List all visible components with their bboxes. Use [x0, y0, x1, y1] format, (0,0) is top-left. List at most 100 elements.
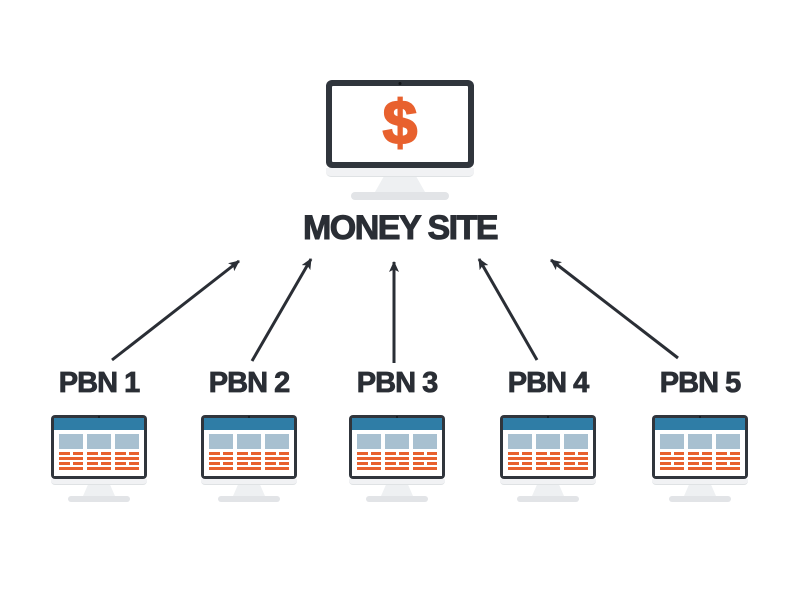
arrow-pbn1-to-money-site: [111, 259, 240, 362]
text-line: [87, 452, 111, 455]
monitor-screen: [54, 418, 144, 476]
text-line: [59, 452, 83, 455]
text-line: [536, 457, 560, 460]
text-line: [59, 467, 83, 470]
monitor-frame: [500, 415, 596, 479]
image-placeholder: [660, 434, 684, 449]
monitor-stand-base: [366, 496, 428, 502]
text-line: [660, 457, 684, 460]
website-header-bar: [655, 418, 745, 430]
monitor-chin: [51, 479, 147, 485]
website-header-bar: [204, 418, 294, 430]
monitor-frame: [51, 415, 147, 479]
image-placeholder: [688, 434, 712, 449]
monitor-stand-base: [218, 496, 280, 502]
text-line: [536, 452, 560, 455]
content-column: [59, 434, 83, 472]
camera-dot-icon: [98, 416, 100, 418]
monitor-frame: $: [326, 80, 474, 168]
text-line: [564, 452, 588, 455]
text-line: [413, 462, 437, 465]
text-line: [357, 452, 381, 455]
content-column: [87, 434, 111, 472]
content-column: [413, 434, 437, 472]
text-line: [87, 467, 111, 470]
pbn-unit-pbn-1: PBN 1: [24, 368, 174, 502]
text-line: [87, 462, 111, 465]
text-line: [564, 457, 588, 460]
text-line: [508, 457, 532, 460]
pbn-unit-pbn-3: PBN 3: [322, 368, 472, 502]
content-column: [688, 434, 712, 472]
pbn-label: PBN 3: [356, 367, 438, 399]
website-header-bar: [352, 418, 442, 430]
text-line: [115, 467, 139, 470]
website-header-bar: [503, 418, 593, 430]
camera-dot-icon: [547, 416, 549, 418]
monitor-chin: [349, 479, 445, 485]
monitor-stand-neck: [375, 177, 425, 192]
arrow-pbn2-to-money-site: [250, 258, 313, 362]
text-line: [688, 457, 712, 460]
text-line: [209, 467, 233, 470]
arrow-pbn4-to-money-site: [477, 258, 539, 361]
website-content: [352, 430, 442, 476]
website-header-bar: [54, 418, 144, 430]
image-placeholder: [413, 434, 437, 449]
image-placeholder: [237, 434, 261, 449]
text-line: [564, 462, 588, 465]
pbn-monitor: [174, 415, 324, 502]
image-placeholder: [265, 434, 289, 449]
pbn-unit-pbn-2: PBN 2: [174, 368, 324, 502]
money-site: $ MONEY SITE: [300, 80, 500, 248]
image-placeholder: [564, 434, 588, 449]
monitor-stand-base: [68, 496, 130, 502]
content-column: [508, 434, 532, 472]
pbn-unit-pbn-4: PBN 4: [473, 368, 623, 502]
content-column: [716, 434, 740, 472]
camera-dot-icon: [398, 82, 402, 85]
pbn-unit-pbn-5: PBN 5: [625, 368, 775, 502]
text-line: [209, 452, 233, 455]
text-line: [716, 452, 740, 455]
content-column: [385, 434, 409, 472]
text-line: [536, 467, 560, 470]
image-placeholder: [536, 434, 560, 449]
text-line: [265, 462, 289, 465]
text-line: [237, 452, 261, 455]
website-content: [655, 430, 745, 476]
text-line: [688, 467, 712, 470]
text-line: [660, 467, 684, 470]
text-line: [385, 462, 409, 465]
pbn-label: PBN 5: [659, 367, 741, 399]
monitor-chin: [652, 479, 748, 485]
monitor-screen: [655, 418, 745, 476]
text-line: [385, 457, 409, 460]
monitor-chin: [500, 479, 596, 485]
content-column: [209, 434, 233, 472]
camera-dot-icon: [699, 416, 701, 418]
money-site-label: MONEY SITE: [302, 209, 499, 248]
text-line: [237, 467, 261, 470]
monitor-screen: $: [332, 86, 468, 162]
text-line: [265, 457, 289, 460]
monitor-chin: [326, 168, 474, 177]
monitor-screen: [352, 418, 442, 476]
monitor-stand-neck: [83, 485, 115, 496]
text-line: [59, 457, 83, 460]
text-line: [237, 462, 261, 465]
text-line: [716, 457, 740, 460]
image-placeholder: [385, 434, 409, 449]
image-placeholder: [716, 434, 740, 449]
text-line: [716, 467, 740, 470]
image-placeholder: [115, 434, 139, 449]
website-content: [204, 430, 294, 476]
content-column: [357, 434, 381, 472]
pbn-label: PBN 1: [58, 367, 140, 399]
monitor-stand-neck: [684, 485, 716, 496]
text-line: [357, 457, 381, 460]
text-line: [115, 452, 139, 455]
text-line: [564, 467, 588, 470]
content-column: [660, 434, 684, 472]
text-line: [87, 457, 111, 460]
